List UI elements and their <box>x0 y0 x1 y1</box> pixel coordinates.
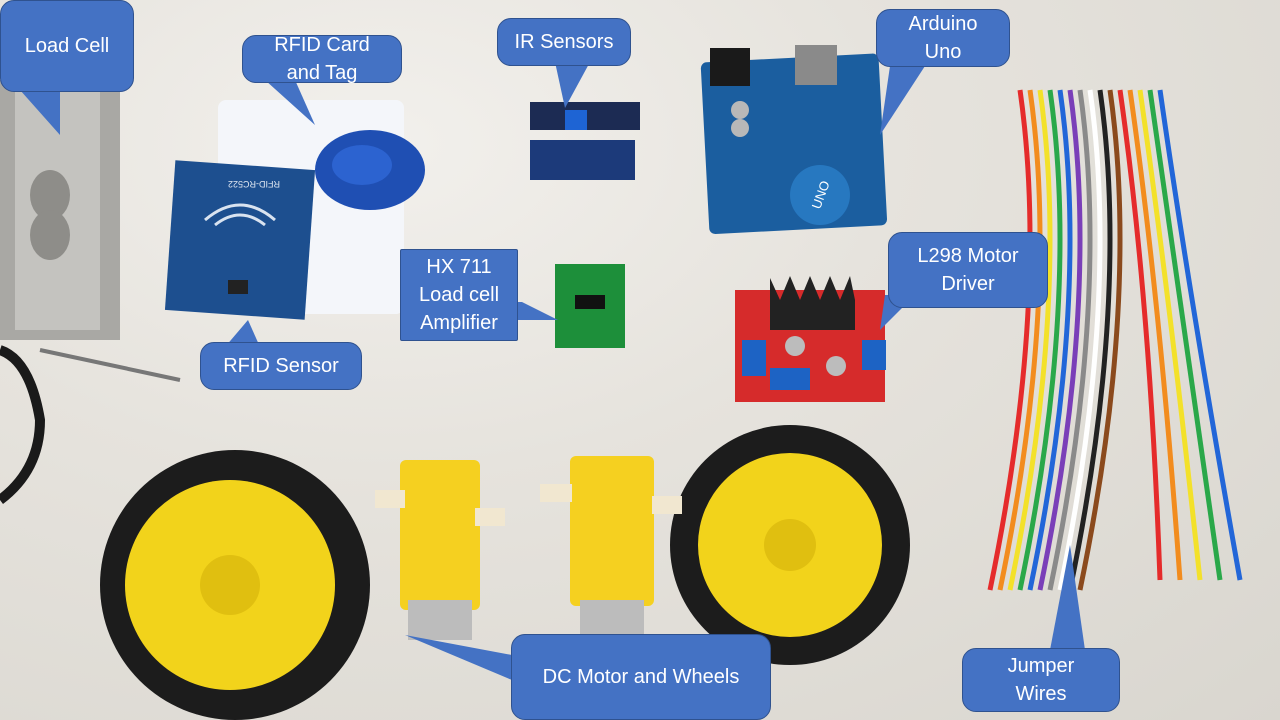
label-l298: L298 Motor Driver <box>917 245 1019 295</box>
label-hx711: HX 711 Load cell Amplifier <box>418 256 500 334</box>
ir-sensor-2 <box>530 140 635 180</box>
label-dc-motor: DC Motor and Wheels <box>542 666 740 688</box>
callout-dc-motor: DC Motor and Wheels <box>511 634 771 720</box>
callout-hx711: HX 711 Load cell Amplifier <box>400 249 518 341</box>
callout-load-cell: Load Cell <box>0 0 134 92</box>
dc-motor-right <box>540 456 682 640</box>
arduino-board: UNO <box>700 45 888 235</box>
callout-rfid-sensor: RFID Sensor <box>200 342 362 390</box>
label-rfid-card: RFID Card and Tag <box>274 34 370 84</box>
wheel-right <box>670 425 910 665</box>
callout-jumper-wires: Jumper Wires <box>962 648 1120 712</box>
label-rfid-sensor: RFID Sensor <box>223 355 339 377</box>
svg-text:RFID-RC522: RFID-RC522 <box>228 179 280 189</box>
callout-arduino-uno: Arduino Uno <box>876 9 1010 67</box>
l298-board <box>735 276 886 402</box>
callout-ir-sensors: IR Sensors <box>497 18 631 66</box>
wheel-left <box>100 450 370 720</box>
label-arduino-uno: Arduino Uno <box>908 13 978 63</box>
label-ir-sensors: IR Sensors <box>514 31 614 53</box>
callout-pointers <box>20 62 1085 680</box>
label-load-cell: Load Cell <box>24 35 110 57</box>
load-cell <box>0 80 181 504</box>
callout-rfid-card: RFID Card and Tag <box>242 34 402 84</box>
callout-l298: L298 Motor Driver <box>888 232 1048 308</box>
dc-motor-left <box>375 460 505 640</box>
label-jumper-wires: Jumper Wires <box>1007 655 1075 705</box>
rfid-sensor-board: RFID-RC522 <box>164 160 316 320</box>
jumper-wires <box>987 89 1243 591</box>
